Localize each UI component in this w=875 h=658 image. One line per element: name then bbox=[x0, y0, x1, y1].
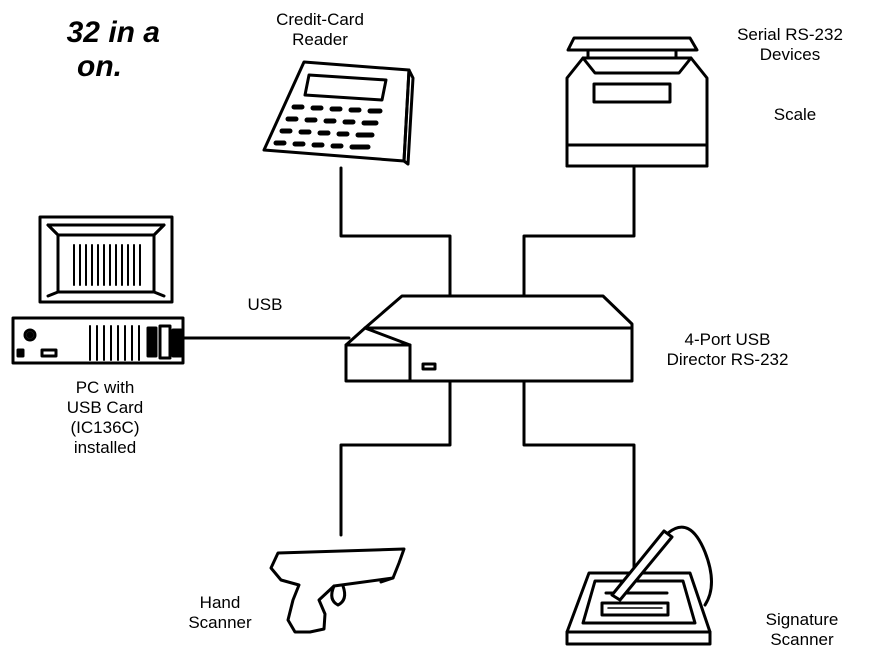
line-hub-to-hand-scanner bbox=[339, 380, 452, 537]
usb-director-hub-icon bbox=[344, 294, 634, 383]
hand-scanner-icon bbox=[269, 547, 406, 634]
usb-link-label: USB bbox=[247, 295, 283, 314]
pc-computer-icon bbox=[11, 215, 185, 365]
scale-icon bbox=[565, 36, 709, 168]
line-hub-to-signature-scanner bbox=[522, 380, 636, 574]
scale-label: Scale bbox=[773, 105, 817, 124]
line-scale-to-hub bbox=[522, 166, 636, 297]
credit-card-reader-label: Credit-Card Reader bbox=[276, 10, 364, 49]
credit-card-reader-icon bbox=[262, 60, 415, 166]
title-line-2: on. bbox=[77, 50, 122, 83]
hand-scanner-label: Hand Scanner bbox=[188, 593, 252, 632]
signature-scanner-icon bbox=[565, 525, 713, 646]
serial-devices-label: Serial RS-232 Devices bbox=[737, 25, 843, 64]
signature-scanner-label: Signature Scanner bbox=[765, 610, 839, 649]
pc-label: PC with USB Card (IC136C) installed bbox=[66, 378, 144, 457]
line-credit-card-to-hub bbox=[339, 166, 452, 297]
title-fragment: 32 in a on. bbox=[0, 16, 160, 84]
connection-lines bbox=[181, 166, 636, 574]
title-line-1: 32 in a bbox=[66, 16, 160, 49]
hub-label: 4-Port USB Director RS-232 bbox=[666, 330, 789, 369]
